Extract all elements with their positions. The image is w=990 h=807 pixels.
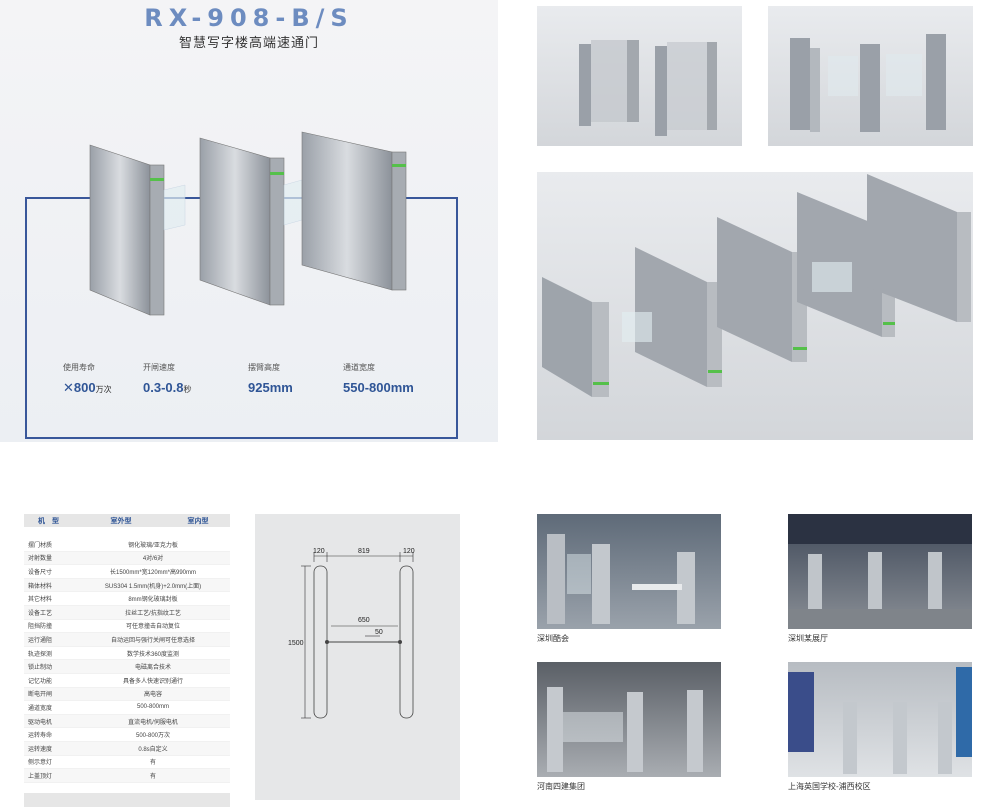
table-row: 断电开闸 高电容 (24, 687, 230, 702)
install-photo-2 (788, 514, 972, 629)
row-key: 对射数量 (28, 556, 53, 563)
spec-value: 550-800mm (343, 380, 414, 395)
table-row: 侧示意灯 有 (24, 756, 230, 770)
spec-table: 机 型 室外型 室内型 摆门材质 钢化玻璃/亚克力板 对射数量 4对/6对 设备尺寸… (24, 514, 230, 807)
spec-open-speed: 开闸速度 0.3-0.8秒 (143, 362, 191, 397)
row-value: 0.8s自定义 (138, 746, 168, 753)
hero-panel: RX-908-B/S 智慧写字楼高端速通门 使用寿命 ✕800万次 (0, 0, 498, 442)
table-row: 驱动电机 直流电机/伺服电机 (24, 714, 230, 729)
row-value: 数学技术360度监测 (126, 651, 179, 658)
row-key: 运转速度 (28, 746, 53, 753)
dim-left-width: 120 (313, 548, 325, 555)
table-row: 摆门材质 钢化玻璃/亚克力板 (24, 538, 230, 552)
table-row: 通道宽度 500-800mm (24, 701, 230, 715)
row-key: 轨迹探测 (28, 651, 53, 658)
caption-4: 上海英国学校-浦西校区 (788, 782, 871, 791)
table-row: 轨迹探测 数学技术360度监测 (24, 647, 230, 661)
table-row: 运行通阻 自动运回与强行关闸可任意选择 (24, 633, 230, 647)
row-value: 电磁离合技术 (134, 665, 171, 672)
row-key: 通道宽度 (28, 705, 53, 712)
spec-label: 开闸速度 (143, 363, 175, 372)
dim-right-width: 120 (403, 548, 415, 555)
row-value: 高电容 (143, 692, 162, 699)
product-subtitle: 智慧写字楼高端速通门 (178, 35, 319, 50)
row-value: 钢化玻璃/亚克力板 (128, 542, 178, 549)
spec-value: 0.3-0.8 (143, 380, 184, 395)
header-model: 机 型 (38, 517, 59, 525)
dim-length: 1500 (288, 640, 304, 647)
row-value: 有 (149, 773, 156, 780)
spec-value: 800 (73, 380, 96, 395)
row-value: 500-800万次 (135, 733, 171, 740)
spec-channel-width: 通道宽度 550-800mm (343, 362, 414, 397)
spec-unit: 万次 (95, 385, 112, 394)
table-row: 箱体材料 SUS304 1.5mm(机身)+2.0mm(上面) (24, 578, 230, 593)
row-value: 具备多人快速识别通行 (122, 678, 183, 685)
row-value: 拉丝工艺/抗指纹工艺 (125, 610, 181, 617)
row-value: SUS304 1.5mm(机身)+2.0mm(上面) (104, 583, 202, 590)
spec-label: 通道宽度 (343, 363, 375, 372)
spec-unit: 秒 (183, 385, 192, 394)
row-value: 直流电机/伺服电机 (128, 719, 178, 726)
row-value: 可任意撞击自动复位 (125, 624, 180, 631)
row-value: 8mm钢化玻璃封板 (128, 597, 178, 604)
table-row: 阻挡防撞 可任意撞击自动复位 (24, 620, 230, 634)
header-indoor: 室内型 (187, 517, 209, 525)
spec-arm-height: 摆臂高度 925mm (248, 362, 293, 397)
row-value: 长1500mm*宽120mm*高990mm (109, 569, 197, 576)
table-row: 设备尺寸 长1500mm*宽120mm*高990mm (24, 565, 230, 579)
x-icon: ✕ (63, 380, 74, 395)
install-photo-1 (537, 514, 721, 629)
row-key: 运行通阻 (28, 637, 53, 644)
install-photo-4 (788, 662, 972, 777)
table-row: 运转寿命 500-800万次 (24, 728, 230, 742)
table-body: 摆门材质 钢化玻璃/亚克力板 对射数量 4对/6对 设备尺寸 长1500mm*宽120… (24, 538, 230, 783)
row-key: 驱动电机 (28, 719, 53, 726)
spec-label: 使用寿命 (63, 363, 95, 372)
turnstile-illustration (89, 131, 407, 316)
row-key: 设备尺寸 (28, 569, 53, 576)
product-photo-2 (768, 6, 973, 146)
product-photo-3 (537, 172, 973, 440)
header-outdoor: 室外型 (110, 517, 132, 525)
dimension-drawing: 120 819 120 650 50 1500 (255, 514, 460, 800)
row-key: 其它材料 (28, 597, 53, 604)
row-key: 设备工艺 (28, 610, 53, 617)
row-value: 500-800mm (136, 704, 169, 711)
table-row: 其它材料 8mm钢化玻璃封板 (24, 592, 230, 606)
spec-label: 摆臂高度 (248, 363, 280, 372)
table-row: 上盖顶灯 有 (24, 769, 230, 783)
table-row: 设备工艺 拉丝工艺/抗指纹工艺 (24, 605, 230, 620)
product-title: RX-908-B/S (144, 4, 354, 32)
install-photo-3 (537, 662, 721, 777)
table-header: 机 型 室外型 室内型 (24, 514, 230, 527)
spec-lifespan: 使用寿命 ✕800万次 (63, 362, 112, 397)
row-value: 4对/6对 (142, 556, 164, 563)
dim-wing-span: 650 (358, 617, 370, 624)
row-key: 锁止制动 (28, 665, 53, 672)
dim-gap: 50 (375, 629, 383, 636)
row-key: 断电开闸 (28, 692, 53, 699)
caption-3: 河南四建集团 (537, 782, 585, 791)
table-row: 运转速度 0.8s自定义 (24, 741, 230, 756)
spec-value: 925mm (248, 380, 293, 395)
row-key: 侧示意灯 (28, 760, 53, 767)
row-key: 运转寿命 (28, 733, 53, 740)
dim-channel: 819 (358, 548, 370, 555)
table-row: 对射数量 4对/6对 (24, 551, 230, 566)
row-key: 阻挡防撞 (28, 624, 53, 631)
caption-1: 深圳酷会 (537, 634, 569, 643)
product-photo-1 (537, 6, 742, 146)
table-row: 记忆功能 具备多人快速识别通行 (24, 674, 230, 688)
row-key: 箱体材料 (28, 583, 53, 590)
row-value: 自动运回与强行关闸可任意选择 (110, 637, 195, 644)
caption-2: 深圳某展厅 (788, 634, 828, 643)
table-row: 锁止制动 电磁离合技术 (24, 660, 230, 674)
row-key: 摆门材质 (28, 542, 53, 549)
row-key: 记忆功能 (28, 678, 53, 685)
row-value: 有 (149, 760, 156, 767)
row-key: 上盖顶灯 (28, 773, 53, 780)
